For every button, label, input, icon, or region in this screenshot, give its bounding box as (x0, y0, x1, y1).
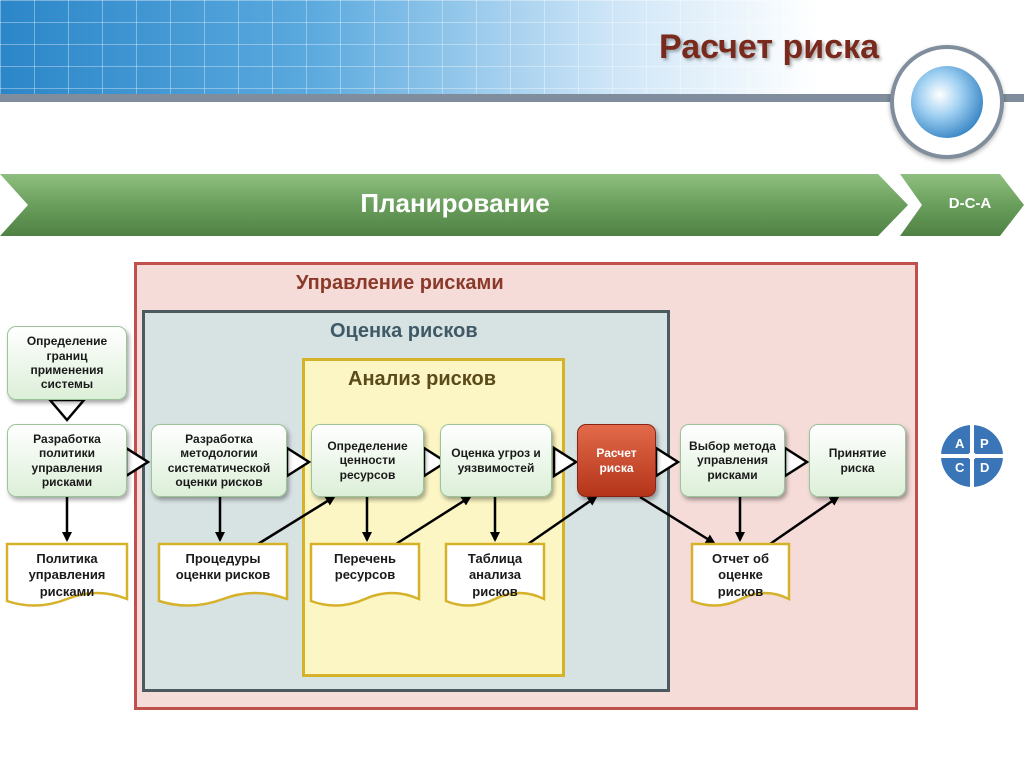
risk-analysis-container (302, 358, 565, 677)
document-label-analysis-table: Таблица анализа рисков (467, 551, 523, 599)
process-label-asset-value: Определение ценности ресурсов (327, 438, 408, 482)
risk-assessment-label: Оценка рисков (330, 320, 478, 342)
process-label-risk-calc: Расчет риска (596, 446, 637, 475)
process-box-asset-value: Определение ценности ресурсов (311, 424, 424, 497)
process-box-method-choice: Выбор метода управления рисками (680, 424, 785, 497)
process-label-threat-assessment: Оценка угроз и уязвимостей (451, 446, 541, 475)
pdca-letter-p: P (980, 436, 989, 451)
process-label-scope: Определение границ применения системы (26, 334, 108, 392)
document-label-resource-list: Перечень ресурсов (333, 551, 397, 583)
flow-triangle-scope (47, 398, 87, 422)
document-label-procedures: Процедуры оценки рисков (175, 551, 271, 583)
document-procedures: Процедуры оценки рисков (157, 542, 289, 611)
process-box-scope: Определение границ применения системы (7, 326, 127, 400)
planning-arrow (0, 174, 908, 236)
document-assessment-report: Отчет об оценке рисков (690, 542, 791, 611)
pdca-cycle-icon (941, 425, 1003, 487)
pdca-letter-a: A (955, 436, 965, 451)
pdca-letter-d: D (980, 460, 990, 475)
document-analysis-table: Таблица анализа рисков (444, 542, 546, 611)
risk-management-label: Управление рисками (296, 272, 504, 294)
planning-label: Планирование (360, 188, 550, 218)
slide-title: Расчет риска (659, 28, 879, 66)
header-divider (0, 94, 1024, 102)
process-box-risk-calc: Расчет риска (577, 424, 656, 497)
document-policy: Политика управления рисками (5, 542, 129, 611)
risk-analysis-label: Анализ рисков (348, 368, 497, 390)
pdca-letter-c: C (955, 460, 965, 475)
globe-icon (890, 45, 1004, 159)
header-banner (0, 0, 1024, 100)
dca-arrow (900, 174, 1024, 236)
process-box-policy-dev: Разработка политики управления рисками (7, 424, 127, 497)
process-label-risk-acceptance: Принятие риска (828, 446, 887, 475)
process-label-method-choice: Выбор метода управления рисками (689, 438, 776, 482)
process-label-methodology: Разработка методологии систематической о… (167, 431, 271, 489)
process-box-risk-acceptance: Принятие риска (809, 424, 906, 497)
process-label-policy-dev: Разработка политики управления рисками (31, 431, 103, 489)
document-label-policy: Политика управления рисками (28, 551, 106, 599)
document-label-assessment-report: Отчет об оценке рисков (711, 551, 770, 599)
dca-label: D-C-A (948, 195, 992, 212)
process-box-methodology: Разработка методологии систематической о… (151, 424, 287, 497)
process-box-threat-assessment: Оценка угроз и уязвимостей (440, 424, 552, 497)
document-resource-list: Перечень ресурсов (309, 542, 421, 611)
